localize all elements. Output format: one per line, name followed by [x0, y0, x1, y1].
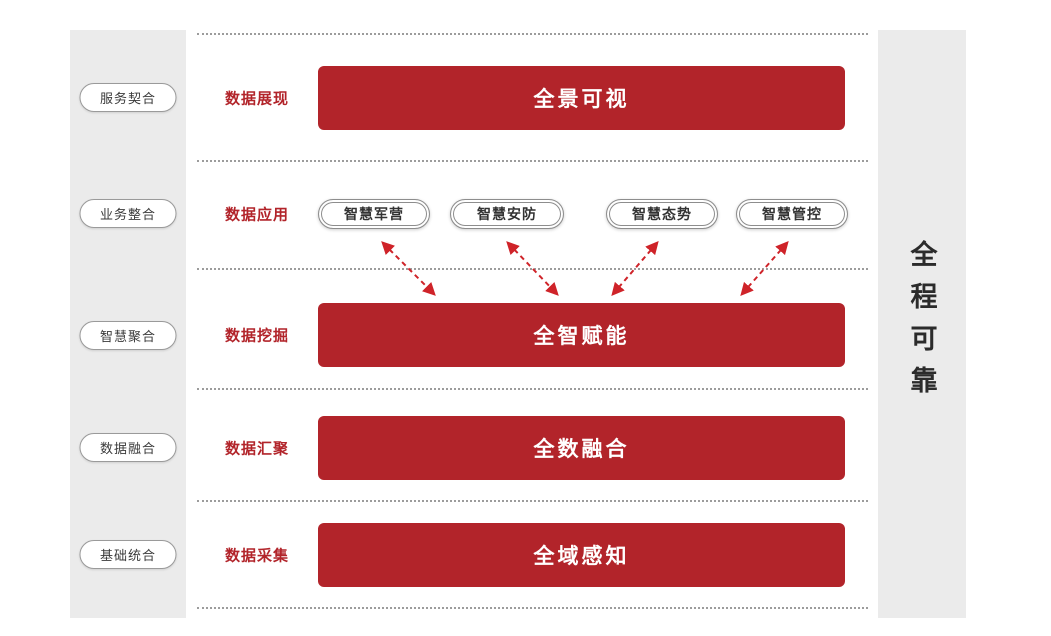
stage-label: 数据采集: [225, 547, 290, 565]
layer-bar: 全数融合: [318, 416, 845, 480]
left-rail-item-4: 数据融合: [79, 433, 177, 462]
layer-row-presentation: 数据展现 全景可视: [197, 66, 868, 130]
stage-label: 数据应用: [225, 206, 290, 224]
stage-label: 数据挖掘: [225, 327, 290, 345]
left-rail-item-1: 服务契合: [79, 83, 177, 112]
layer-row-aggregation: 数据汇聚 全数融合: [197, 416, 868, 480]
left-rail-item-2: 业务整合: [79, 199, 177, 228]
app-pill: 智慧管控: [736, 199, 848, 229]
left-rail-item-5: 基础统合: [79, 540, 177, 569]
separator-line: [197, 607, 868, 609]
layer-row-application: 数据应用 智慧军营 智慧安防 智慧态势 智慧管控: [197, 197, 868, 231]
stage-label: 数据汇聚: [225, 440, 290, 458]
layer-bar: 全智赋能: [318, 303, 845, 367]
right-rail: 全程可靠: [878, 30, 966, 618]
app-pill: 智慧军营: [318, 199, 430, 229]
right-rail-label: 全程可靠: [906, 240, 937, 408]
left-rail: 服务契合 业务整合 智慧聚合 数据融合 基础统合: [70, 30, 186, 618]
layer-row-collection: 数据采集 全域感知: [197, 523, 868, 587]
app-pill: 智慧安防: [450, 199, 564, 229]
separator-line: [197, 33, 868, 35]
left-rail-item-3: 智慧聚合: [79, 321, 177, 350]
layer-bar: 全景可视: [318, 66, 845, 130]
layer-row-mining: 数据挖掘 全智赋能: [197, 303, 868, 367]
separator-line: [197, 268, 868, 270]
layer-bar: 全域感知: [318, 523, 845, 587]
stage-label: 数据展现: [225, 90, 290, 108]
separator-line: [197, 388, 868, 390]
app-pill: 智慧态势: [606, 199, 718, 229]
separator-line: [197, 500, 868, 502]
separator-line: [197, 160, 868, 162]
